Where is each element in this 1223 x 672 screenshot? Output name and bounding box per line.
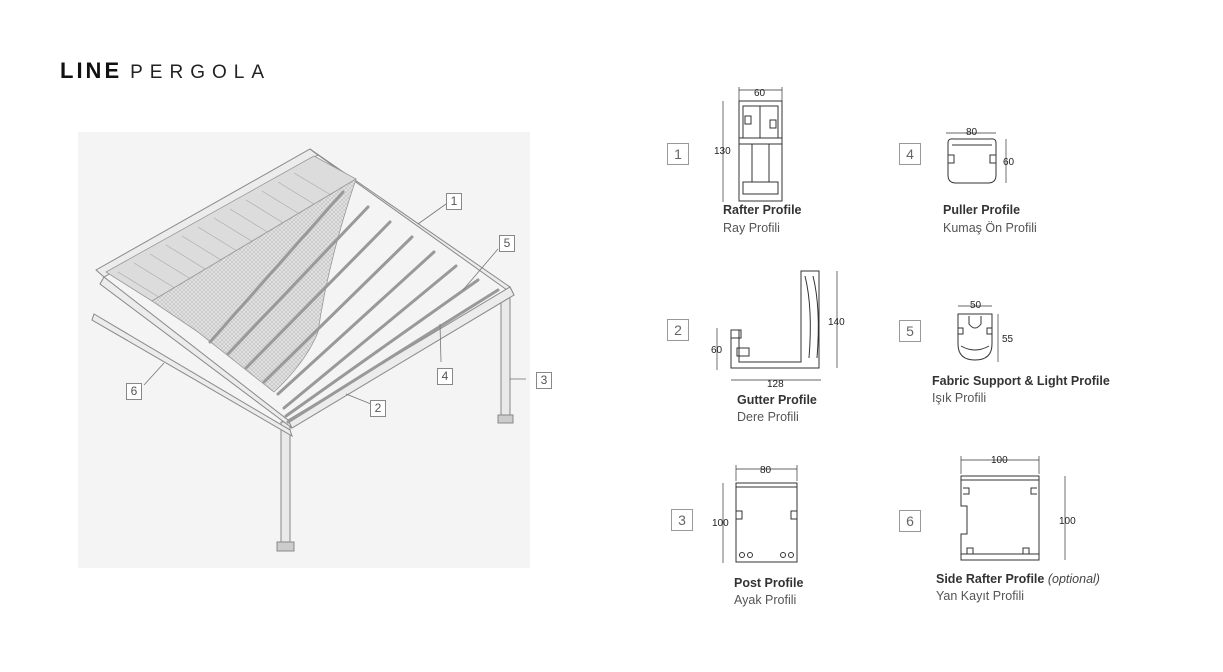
puller-dim-height: 60: [1003, 157, 1015, 168]
callout-2: 2: [370, 400, 386, 417]
post-profile-drawing: 80 100: [712, 465, 798, 563]
page-title: LINE PERGOLA: [60, 58, 271, 84]
profile-number-1: 1: [667, 143, 689, 165]
callout-3: 3: [536, 372, 552, 389]
profile-name-5: Fabric Support & Light Profile: [932, 374, 1110, 388]
puller-dim-width: 80: [966, 127, 978, 138]
fabric-dim-width: 50: [970, 300, 982, 311]
callout-1: 1: [446, 193, 462, 210]
profile-subtitle-2: Dere Profili: [737, 410, 799, 424]
gutter-dim-left: 60: [711, 345, 723, 356]
profile-subtitle-1: Ray Profili: [723, 221, 780, 235]
profile-subtitle-3: Ayak Profili: [734, 593, 797, 607]
profile-subtitle-6: Yan Kayıt Profili: [936, 589, 1025, 603]
profile-name-3: Post Profile: [734, 576, 803, 590]
profile-number-3: 3: [671, 509, 693, 531]
fabric-dim-height: 55: [1002, 334, 1014, 345]
profile-number-2: 2: [667, 319, 689, 341]
profile-name-1: Rafter Profile: [723, 203, 802, 217]
profile-name-2: Gutter Profile: [737, 393, 817, 407]
pergola-illustration: [78, 132, 530, 568]
gutter-dim-width: 128: [767, 379, 784, 390]
puller-profile-drawing: 80 60: [946, 127, 1015, 184]
post-name: Post Profile: [734, 576, 804, 590]
profile-number-4: 4: [899, 143, 921, 165]
gutter-profile-drawing: 140 60 128: [711, 270, 845, 390]
profile-number-6: 6: [899, 510, 921, 532]
profile-name-4: Puller Profile: [943, 203, 1020, 217]
post-dim-height: 100: [712, 518, 729, 529]
callout-4: 4: [437, 368, 453, 385]
profile-subtitle-5: Işık Profili: [932, 391, 987, 405]
gutter-name: Gutter Profile: [737, 393, 817, 407]
side-rafter-name: Side Rafter Profile: [936, 572, 1045, 586]
side-rafter-profile-drawing: 100 100: [960, 455, 1076, 561]
callout-5: 5: [499, 235, 515, 252]
rafter-profile-drawing: 60 130: [714, 87, 783, 202]
fabric-support-profile-drawing: 50 55: [957, 300, 1014, 362]
rafter-dim-height: 130: [714, 146, 731, 157]
gutter-dim-height: 140: [828, 317, 845, 328]
profile-number-5: 5: [899, 320, 921, 342]
rafter-name: Rafter Profile: [723, 203, 802, 217]
profile-name-6: Side Rafter Profile (optional): [936, 572, 1100, 586]
rafter-dim-width: 60: [754, 88, 766, 99]
side-rafter-dim-width: 100: [991, 455, 1008, 466]
side-rafter-dim-height: 100: [1059, 516, 1076, 527]
post-dim-width: 80: [760, 465, 772, 476]
callout-6: 6: [126, 383, 142, 400]
title-light: PERGOLA: [130, 62, 271, 83]
fabric-name: Fabric Support & Light Profile: [932, 374, 1110, 388]
title-bold: LINE: [60, 58, 123, 83]
profile-subtitle-4: Kumaş Ön Profili: [943, 221, 1037, 235]
side-rafter-optional: (optional): [1047, 572, 1100, 586]
puller-name: Puller Profile: [943, 203, 1021, 217]
